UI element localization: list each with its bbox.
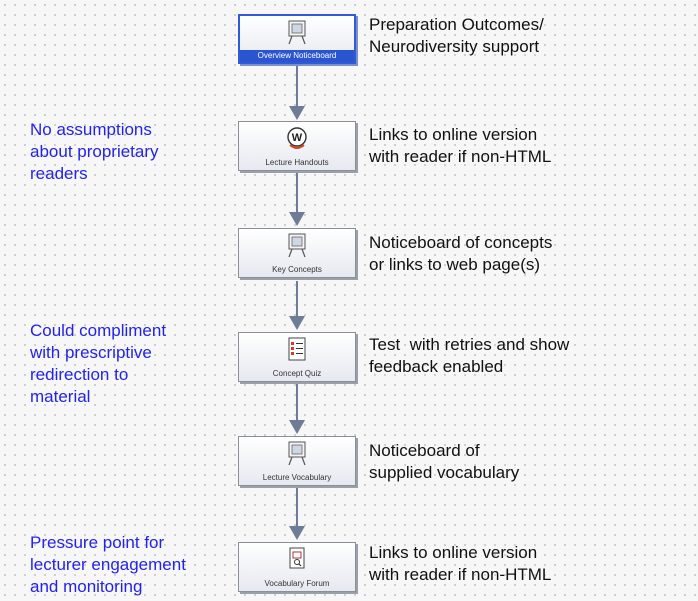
forum-icon [289, 547, 305, 569]
activity-concept-quiz[interactable]: Concept Quiz [238, 332, 356, 382]
annotation-note: No assumptions about proprietary readers [30, 119, 230, 185]
description-line: with reader if non-HTML [369, 565, 552, 584]
description-line: Preparation Outcomes/ [369, 15, 544, 34]
arrowhead-5 [289, 526, 305, 540]
note-line: about proprietary [30, 142, 159, 161]
description-line: with reader if non-HTML [369, 147, 552, 166]
annotation-note: Could compliment with prescriptive redir… [30, 320, 230, 408]
arrowhead-1 [289, 106, 305, 120]
node-label: Concept Quiz [272, 369, 322, 378]
note-line: with prescriptive [30, 343, 152, 362]
node-label: Overview Noticeboard [240, 50, 354, 62]
description-line: Links to online version [369, 543, 538, 562]
note-line: readers [30, 164, 88, 183]
description-line: Neurodiversity support [369, 37, 540, 56]
description-line: Noticeboard of [369, 441, 480, 460]
node-description: Noticeboard of concepts or links to web … [369, 232, 689, 276]
node-description: Preparation Outcomes/ Neurodiversity sup… [369, 14, 689, 58]
annotation-note: Pressure point for lecturer engagement a… [30, 532, 230, 598]
arrowhead-4 [289, 420, 305, 434]
activity-lecture-vocabulary[interactable]: Lecture Vocabulary [238, 436, 356, 486]
noticeboard-icon [288, 233, 306, 258]
note-line: No assumptions [30, 120, 152, 139]
noticeboard-icon [288, 441, 306, 466]
activity-lecture-handouts[interactable]: W Lecture Handouts [238, 121, 356, 171]
node-label: Key Concepts [272, 265, 322, 274]
activity-vocabulary-forum[interactable]: Vocabulary Forum [238, 542, 356, 592]
node-description: Noticeboard of supplied vocabulary [369, 440, 689, 484]
description-line: Test with retries and show [369, 335, 570, 354]
description-line: supplied vocabulary [369, 463, 520, 482]
arrowhead-3 [289, 316, 305, 330]
arrowhead-2 [289, 212, 305, 226]
svg-text:W: W [292, 132, 303, 144]
note-line: redirection to [30, 365, 129, 384]
note-line: Could compliment [30, 321, 167, 340]
note-line: material [30, 387, 91, 406]
noticeboard-icon [288, 20, 306, 45]
node-label: Vocabulary Forum [264, 579, 330, 588]
note-line: and monitoring [30, 577, 143, 596]
quiz-icon [288, 337, 306, 361]
node-label: Lecture Vocabulary [262, 473, 332, 482]
weblink-icon: W [287, 127, 307, 149]
activity-overview-noticeboard[interactable]: Overview Noticeboard [238, 14, 356, 64]
note-line: Pressure point for [30, 533, 165, 552]
node-description: Links to online version with reader if n… [369, 542, 689, 586]
node-description: Links to online version with reader if n… [369, 124, 689, 168]
description-line: Noticeboard of concepts [369, 233, 553, 252]
description-line: or links to web page(s) [369, 255, 541, 274]
description-line: feedback enabled [369, 357, 504, 376]
node-label: Lecture Handouts [265, 158, 329, 167]
node-description: Test with retries and show feedback enab… [369, 334, 689, 378]
description-line: Links to online version [369, 125, 538, 144]
activity-key-concepts[interactable]: Key Concepts [238, 228, 356, 278]
note-line: lecturer engagement [30, 555, 186, 574]
